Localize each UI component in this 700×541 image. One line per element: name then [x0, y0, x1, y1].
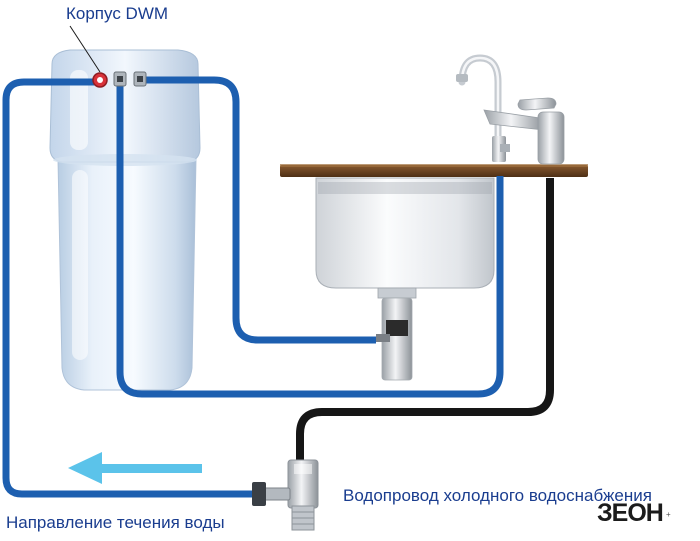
- sink-assembly: [280, 164, 588, 381]
- flow-direction-label: Направление течения воды: [6, 513, 225, 532]
- logo-suffix: +: [666, 510, 671, 519]
- main-supply-label: Водопровод холодного водоснабжения: [343, 486, 652, 505]
- countertop: [280, 165, 588, 177]
- brand-logo: ЗЕОН +: [597, 499, 677, 529]
- flow-direction-arrow: [68, 452, 202, 484]
- main-supply-hose: [296, 178, 554, 462]
- filter-housing: [49, 49, 201, 391]
- filtered-water-hose: [116, 80, 504, 398]
- blue-hoses: [2, 76, 504, 498]
- tee-connector: [252, 459, 319, 531]
- faucets: [456, 54, 565, 165]
- outlet-hose: [140, 76, 376, 344]
- housing-leader-line: [69, 25, 101, 73]
- return-hose: [2, 78, 268, 498]
- housing-label: Корпус DWM: [66, 4, 169, 23]
- logo-text: ЗЕОН: [597, 499, 664, 527]
- housing-fittings: [92, 71, 147, 88]
